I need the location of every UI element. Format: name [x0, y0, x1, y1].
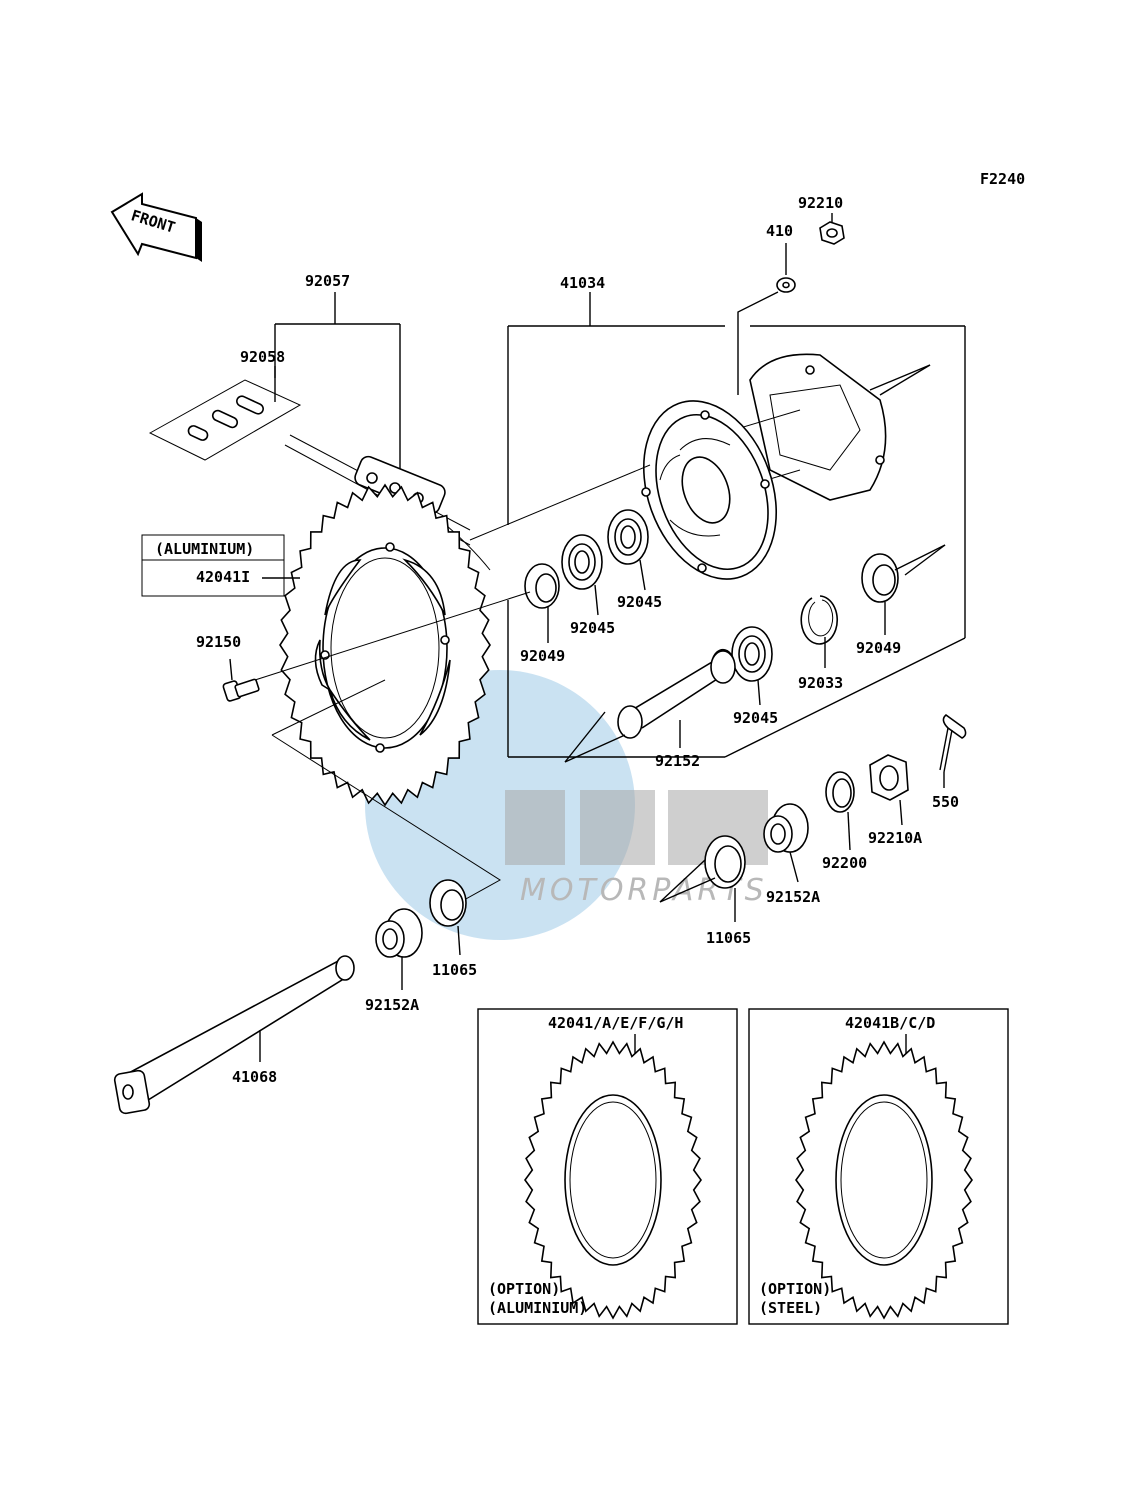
label-11065-right: 11065: [706, 929, 751, 947]
label-92057: 92057: [305, 272, 350, 290]
front-arrow-icon: FRONT: [110, 192, 202, 262]
option-aluminium-line2: (ALUMINIUM): [488, 1299, 587, 1317]
option-aluminium-line1: (OPTION): [488, 1280, 560, 1298]
collar-92152A-left: [375, 908, 423, 990]
collar-92152A-right: [763, 803, 809, 883]
castle-nut-92210A: [869, 754, 909, 826]
nut-92210: [819, 213, 845, 245]
label-41068: 41068: [232, 1068, 277, 1086]
label-92152A-right: 92152A: [766, 888, 820, 906]
label-92033: 92033: [798, 674, 843, 692]
bearing-92045-b: [561, 534, 603, 616]
label-92058: 92058: [240, 348, 285, 366]
option-steel-line1: (OPTION): [759, 1280, 831, 1298]
spacer-92152: [564, 648, 736, 763]
option-box-steel: 42041B/C/D (OPTION) (STEEL): [748, 1008, 1009, 1325]
assembly-guide-lines: [271, 679, 501, 906]
seal-92049-left: [524, 563, 560, 643]
aluminium-note: (ALUMINIUM): [155, 540, 254, 558]
option-steel-line2: (STEEL): [759, 1299, 822, 1317]
label-11065-left: 11065: [432, 961, 477, 979]
washer-92200: [825, 771, 855, 851]
axle-41068: [113, 955, 355, 1115]
seal-11065-left: [429, 879, 467, 956]
label-92049-left: 92049: [520, 647, 565, 665]
label-92150: 92150: [196, 633, 241, 651]
label-92210A: 92210A: [868, 829, 922, 847]
option-aluminium-part: 42041/A/E/F/G/H: [548, 1014, 683, 1032]
label-550: 550: [932, 793, 959, 811]
hub-bracket: [507, 292, 966, 758]
label-92049-right: 92049: [856, 639, 901, 657]
washer-410: [737, 243, 796, 395]
bearing-92045-a: [607, 509, 649, 591]
label-92200: 92200: [822, 854, 867, 872]
label-92152A-left: 92152A: [365, 996, 419, 1014]
rear-hub: [469, 353, 931, 580]
label-42041I: 42041I: [196, 568, 250, 586]
seal-11065-right: [659, 835, 746, 922]
label-92045-c: 92045: [733, 709, 778, 727]
seal-92049-right: [861, 544, 946, 635]
option-steel-part: 42041B/C/D: [845, 1014, 935, 1032]
aluminium-note-box: [141, 534, 285, 597]
figure-code: F2240: [980, 170, 1025, 188]
label-92045-b: 92045: [570, 619, 615, 637]
cotter-pin-550: [939, 713, 967, 788]
bearing-92045-c: [731, 626, 773, 706]
label-41034: 41034: [560, 274, 605, 292]
label-92152: 92152: [655, 752, 700, 770]
rear-sprocket: [279, 483, 491, 807]
label-92045-a: 92045: [617, 593, 662, 611]
bolt-92150: [222, 591, 531, 702]
label-92210: 92210: [798, 194, 843, 212]
circlip-92033: [800, 595, 839, 668]
label-410: 410: [766, 222, 793, 240]
option-box-aluminium: 42041/A/E/F/G/H (OPTION) (ALUMINIUM): [477, 1008, 738, 1325]
